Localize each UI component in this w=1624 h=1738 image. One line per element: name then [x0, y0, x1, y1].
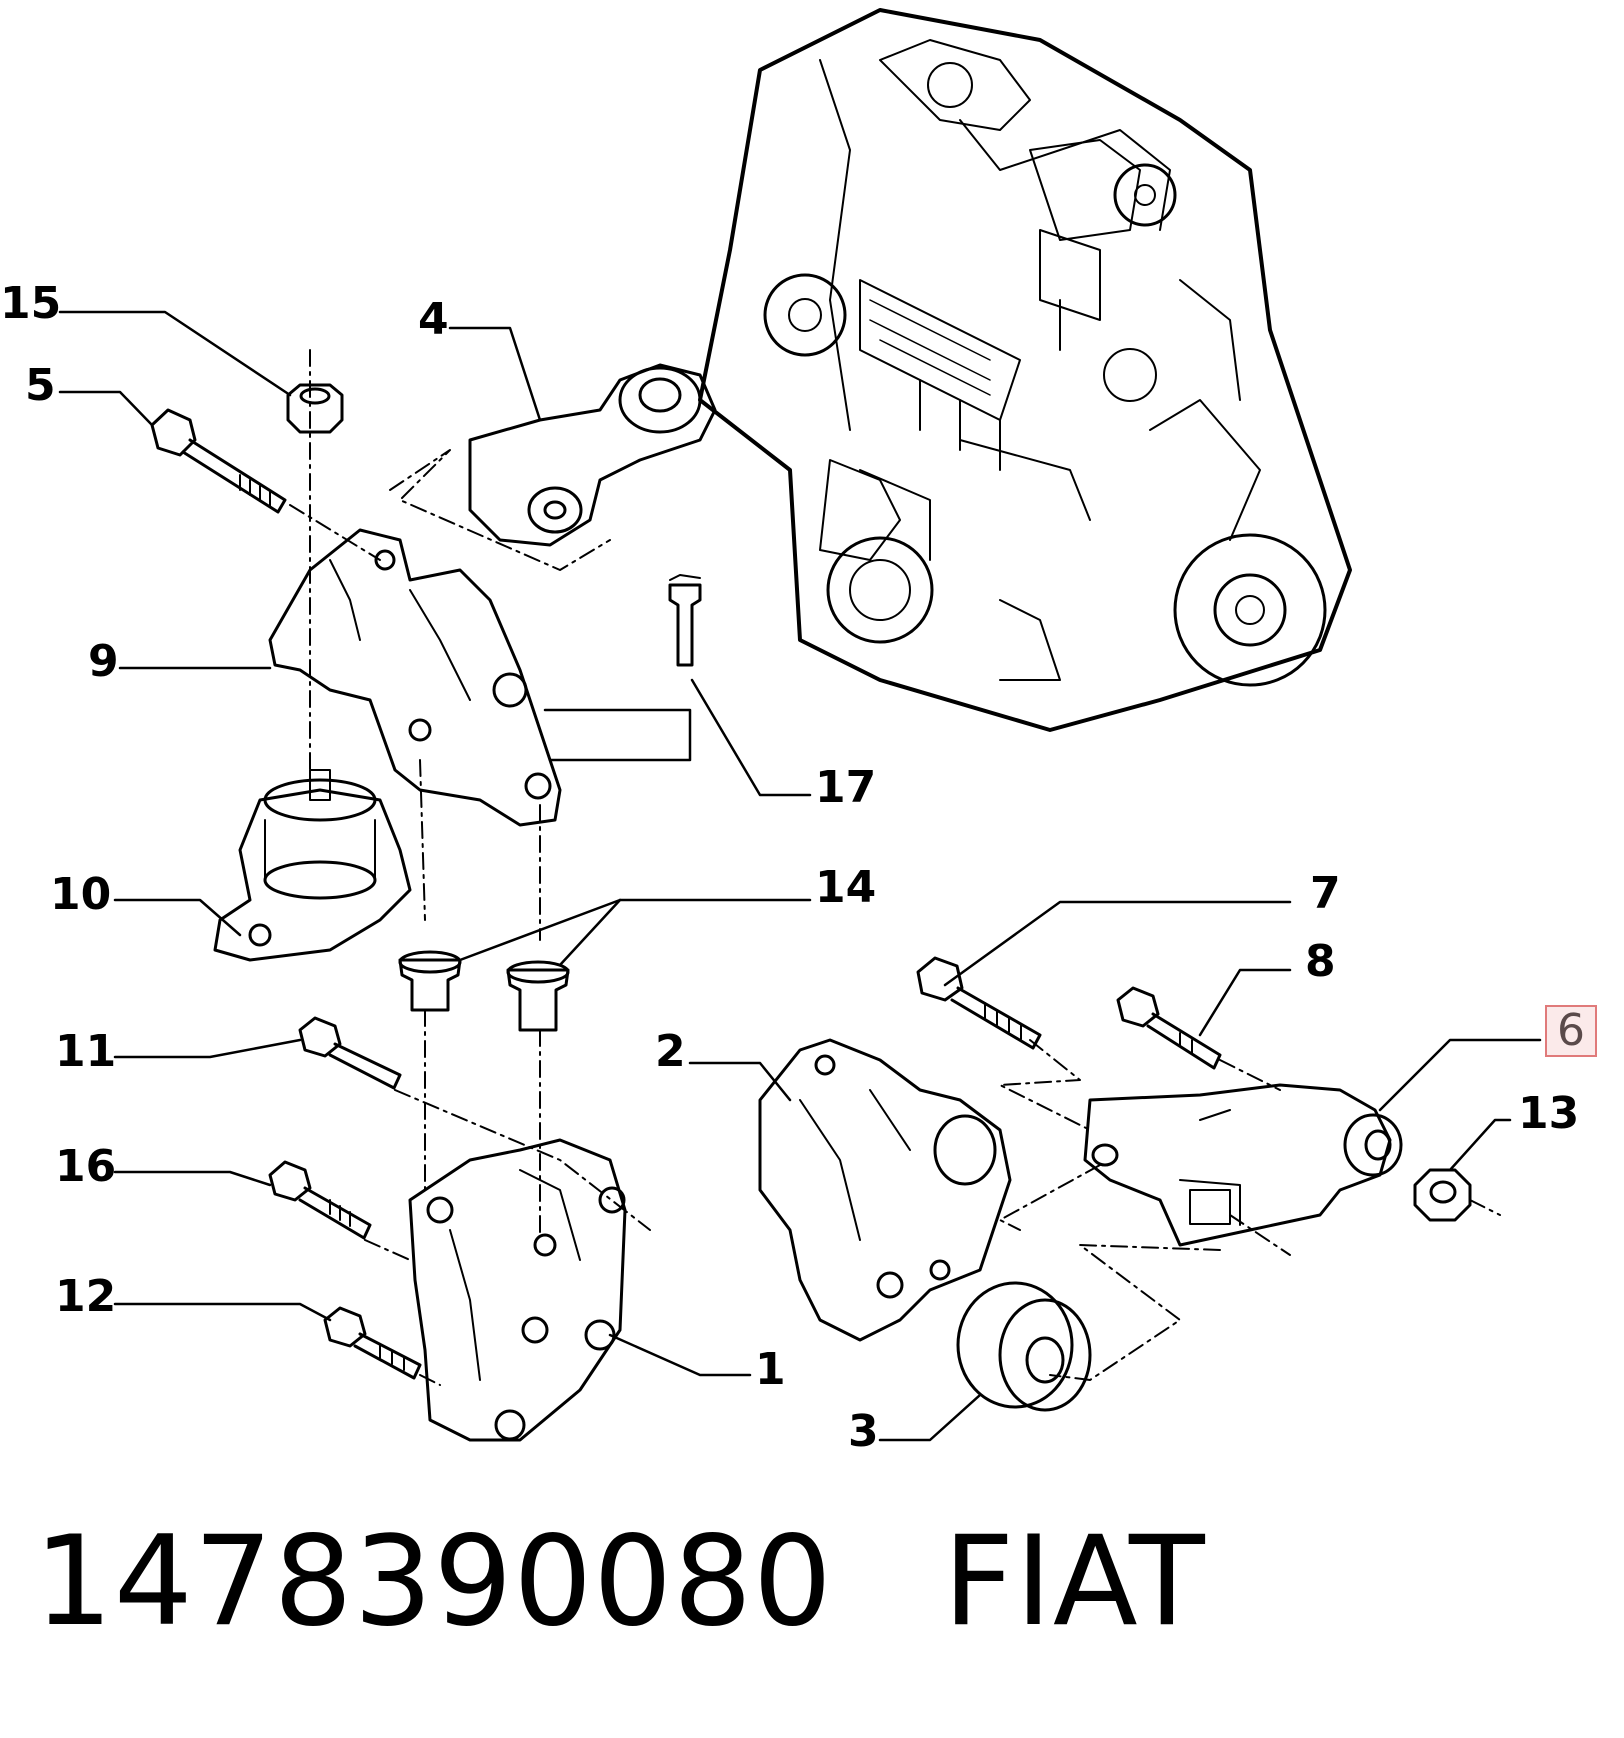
- engine-block-drawing: [698, 8, 1352, 732]
- callout-4: 4: [418, 294, 449, 345]
- part-11-bolt: [298, 1016, 402, 1090]
- part-16-bolt: [268, 1160, 372, 1240]
- callout-17: 17: [815, 762, 877, 813]
- callout-1: 1: [755, 1344, 786, 1395]
- part-8-bolt: [1116, 986, 1222, 1070]
- callout-11: 11: [55, 1026, 117, 1077]
- part-9-bracket: [268, 528, 562, 827]
- callout-6-highlighted: 6: [1545, 1005, 1597, 1057]
- callout-2: 2: [655, 1026, 686, 1077]
- part-12-bolt: [323, 1306, 422, 1380]
- part-14-bushings: [398, 950, 570, 1032]
- callout-12: 12: [55, 1271, 117, 1322]
- callout-7: 7: [1310, 868, 1341, 919]
- part-number: 1478390080: [34, 1510, 833, 1654]
- callout-9: 9: [88, 636, 119, 687]
- callout-16: 16: [55, 1141, 117, 1192]
- callout-14: 14: [815, 862, 877, 913]
- part-4-torque-rod: [468, 363, 717, 547]
- callout-15: 15: [0, 278, 62, 329]
- callout-10: 10: [50, 869, 112, 920]
- part-15-nut: [286, 383, 344, 434]
- callout-3: 3: [848, 1406, 879, 1457]
- callout-13: 13: [1518, 1088, 1580, 1139]
- part-17-stud: [668, 574, 702, 667]
- part-7-bolt: [916, 956, 1042, 1050]
- part-caption: 1478390080 FIAT: [34, 1510, 1206, 1654]
- callout-8: 8: [1305, 936, 1336, 987]
- assembly-lines: [289, 349, 1501, 1386]
- part-1-gearbox-bracket: [408, 1138, 627, 1442]
- leader-lines: [58, 310, 1542, 1442]
- part-10-engine-mount: [213, 769, 412, 962]
- part-3-bushing: [956, 1281, 1092, 1412]
- brand-name: FIAT: [942, 1510, 1206, 1654]
- part-6-torque-arm: [1083, 1083, 1403, 1247]
- part-13-nut: [1413, 1168, 1472, 1222]
- callout-5: 5: [25, 360, 56, 411]
- part-2-bracket: [758, 1038, 1012, 1342]
- part-5-bolt: [150, 408, 287, 514]
